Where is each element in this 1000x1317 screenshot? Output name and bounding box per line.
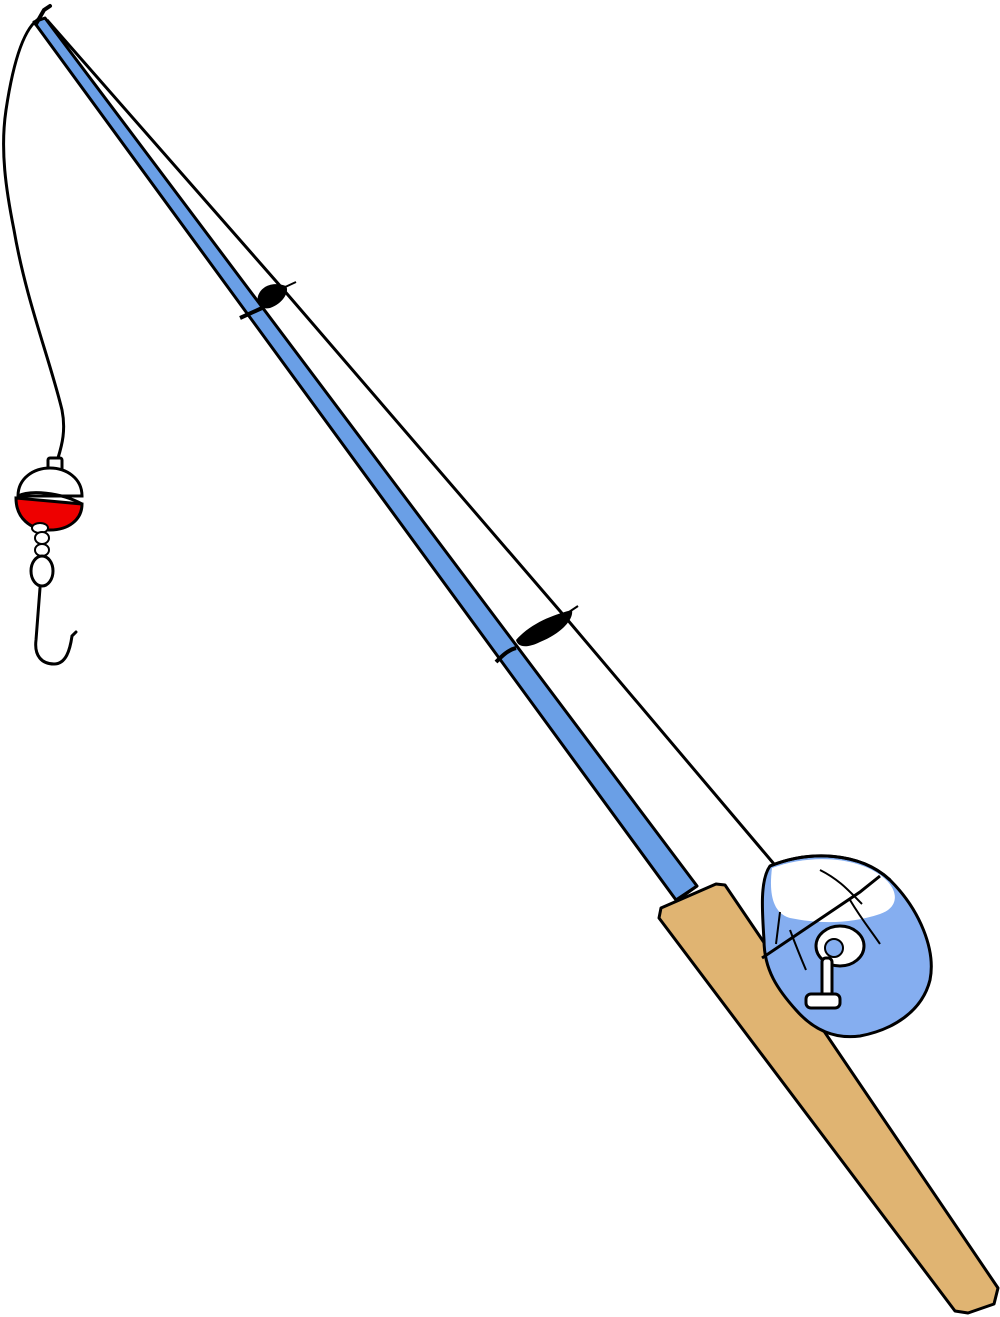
fishing-line-main [45,19,776,865]
rod-blank [32,16,699,902]
cork-handle [657,882,1000,1315]
bobber [14,456,84,534]
reel-crank [804,924,866,1010]
line-guide-lower [494,605,579,664]
line-guide-upper [239,281,297,320]
fishing-line-drop [2,16,66,459]
fish-hook [34,586,78,666]
swivel [29,531,55,588]
